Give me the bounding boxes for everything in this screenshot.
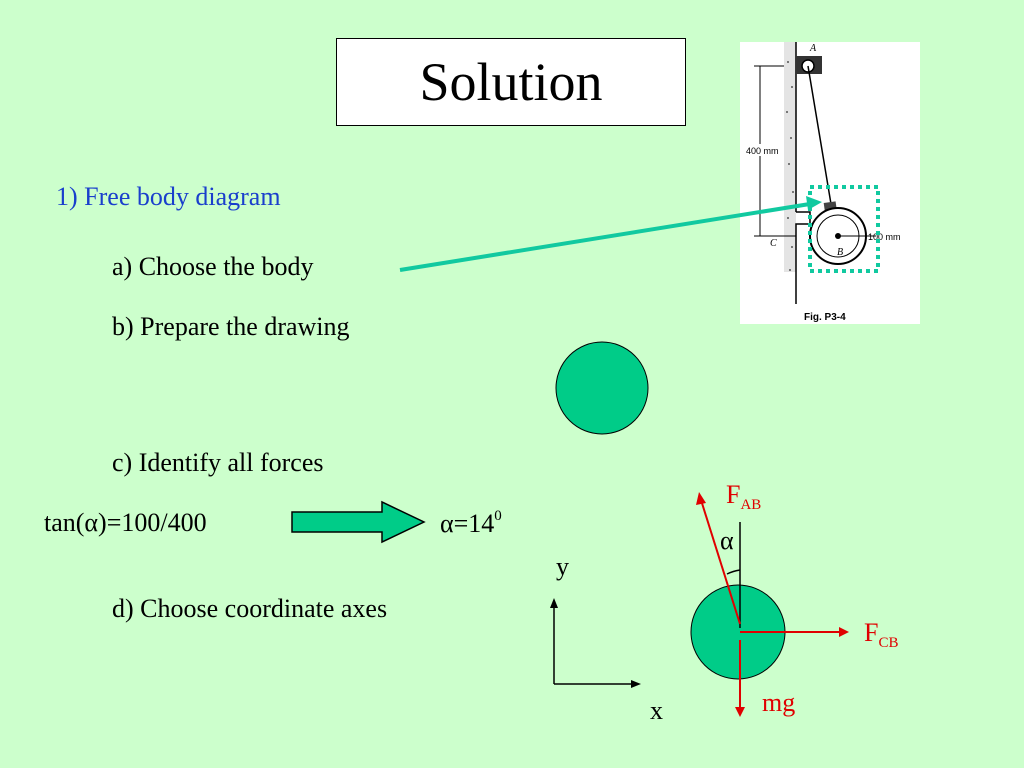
step-prepare-drawing: b) Prepare the drawing	[112, 312, 350, 341]
step-free-body-diagram: 1) Free body diagram	[56, 182, 281, 211]
force-fcb-main: F	[864, 618, 879, 647]
tan-equation: tan(α)=100/400	[44, 508, 207, 537]
label-a: A	[809, 43, 817, 54]
alpha-arc	[726, 569, 741, 575]
force-fcb-arrowhead	[839, 627, 849, 637]
wall-speckle	[786, 61, 794, 271]
implies-arrow-icon	[291, 500, 426, 544]
x-axis-label: x	[650, 696, 663, 725]
slide-title: Solution	[419, 52, 603, 112]
body-highlight-box	[808, 185, 880, 273]
pointer-line	[399, 201, 817, 272]
dim-100-label: 100 mm	[868, 232, 901, 242]
step-identify-forces: c) Identify all forces	[112, 448, 324, 477]
figure-drawing: 400 mm 100 mm A B C Fig. P3-4	[744, 42, 901, 323]
figure-p3-4: 400 mm 100 mm A B C Fig. P3-4	[740, 42, 920, 324]
alpha-result: α=140	[440, 508, 502, 539]
force-mg-arrowhead	[735, 707, 745, 717]
force-fcb-label: FCB	[864, 618, 898, 652]
force-fab-main: F	[726, 480, 741, 509]
x-axis-arrow-icon	[631, 680, 641, 688]
dim-400-label: 400 mm	[746, 146, 779, 156]
y-axis-label: y	[556, 552, 569, 581]
body-circle	[555, 341, 649, 435]
alpha-label: α	[720, 526, 734, 555]
wall	[784, 42, 796, 272]
pointer-arrowhead	[806, 196, 822, 210]
label-c: C	[770, 238, 777, 249]
title-box: Solution	[336, 38, 686, 126]
step-choose-axes: d) Choose coordinate axes	[112, 594, 388, 623]
cable-ab	[807, 65, 835, 223]
force-mg-label: mg	[762, 688, 796, 717]
label-b: B	[837, 247, 843, 258]
force-fcb-sub: CB	[878, 635, 899, 651]
force-fab-arrowhead	[696, 492, 706, 505]
y-axis-arrow-icon	[550, 598, 558, 608]
alpha-result-degree: 0	[494, 508, 502, 524]
force-fab-sub: AB	[740, 497, 762, 513]
step-choose-body: a) Choose the body	[112, 252, 314, 281]
force-fab-arrow	[700, 499, 741, 625]
figure-caption: Fig. P3-4	[804, 312, 846, 323]
force-fab-label: FAB	[726, 480, 761, 514]
alpha-result-base: α=14	[440, 509, 495, 538]
